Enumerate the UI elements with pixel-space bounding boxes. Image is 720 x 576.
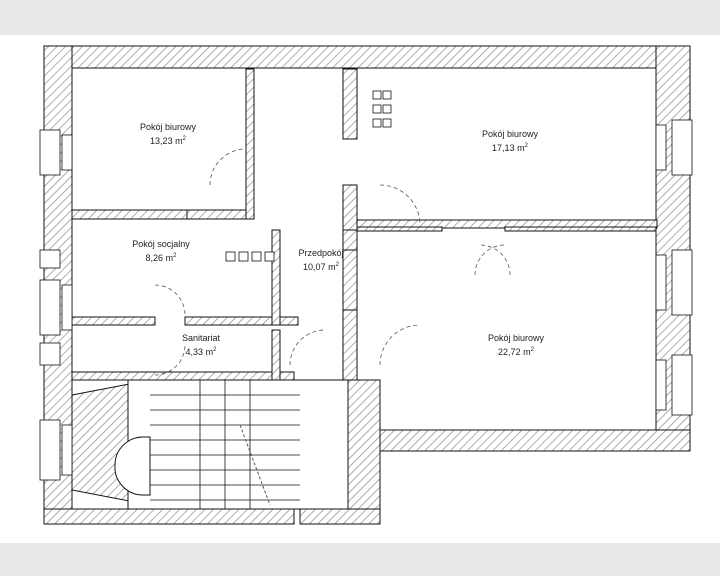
ventilation-ducts	[225, 90, 392, 262]
staircase	[71, 379, 349, 510]
room-label-social: Pokój socjalny 8,26 m2	[106, 238, 216, 264]
room-area: 4,33 m2	[185, 347, 217, 357]
interior-walls	[71, 68, 658, 381]
room-area: 22,72 m2	[498, 347, 534, 357]
room-label-hall: Przedpokój 10,07 m2	[286, 247, 356, 273]
room-area: 8,26 m2	[145, 253, 177, 263]
room-area: 17,13 m2	[492, 143, 528, 153]
room-label-sanitary: Sanitariat 4,33 m2	[156, 332, 246, 358]
floor-plan	[39, 45, 693, 525]
room-name: Pokój socjalny	[132, 239, 190, 249]
room-area: 13,23 m2	[150, 136, 186, 146]
room-name: Pokój biurowy	[487, 333, 545, 343]
room-name: Przedpokój	[298, 248, 344, 258]
room-name: Sanitariat	[181, 333, 221, 343]
room-label-office-3: Pokój biurowy 22,72 m2	[466, 332, 566, 358]
room-name: Pokój biurowy	[139, 122, 197, 132]
room-name: Pokój biurowy	[481, 129, 539, 139]
room-label-office-1: Pokój biurowy 13,23 m2	[118, 121, 218, 147]
room-area: 10,07 m2	[303, 262, 339, 272]
floor-plan-frame: Pokój biurowy 13,23 m2 Pokój biurowy 17,…	[0, 35, 720, 543]
door-swings	[154, 148, 511, 376]
room-label-office-2: Pokój biurowy 17,13 m2	[460, 128, 560, 154]
windows	[39, 119, 693, 481]
